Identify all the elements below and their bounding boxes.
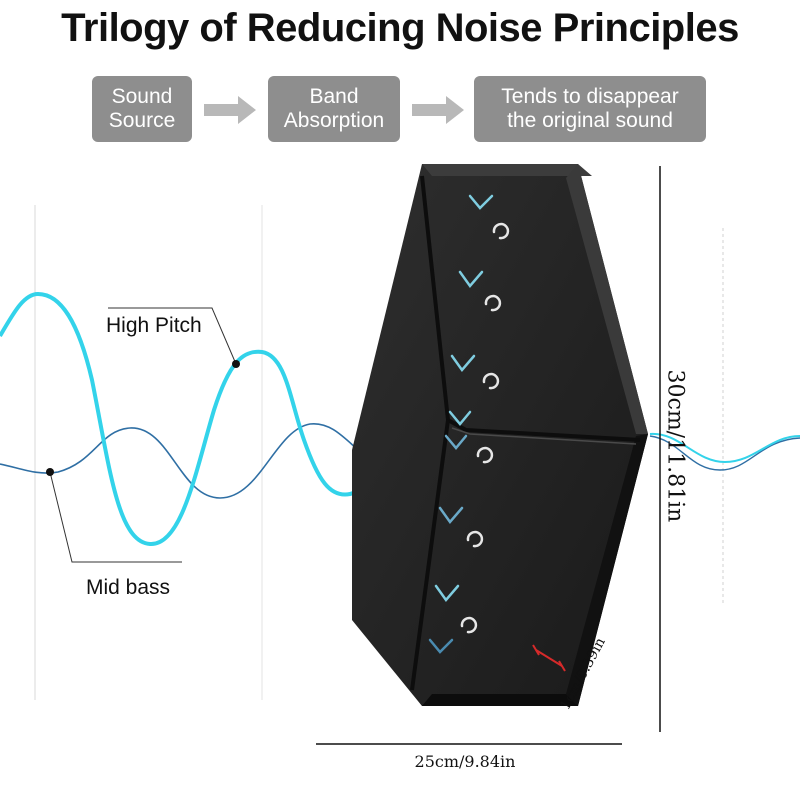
thickness-marker [532,644,566,672]
step-line: Band [309,85,359,108]
step-line: Tends to disappear [501,85,679,108]
absorption-markers [428,194,494,654]
mid-bass-label: Mid bass [86,576,171,599]
arrow-right-icon [412,96,464,124]
page-title: Trilogy of Reducing Noise Principles [61,6,739,50]
high-pitch-wave-exit [649,432,800,464]
high-pitch-dot [232,360,240,368]
step-line: Source [108,109,176,132]
acoustic-panel [352,164,648,706]
mid-bass-dot [46,468,54,476]
swirl-icons [460,222,510,634]
high-pitch-label: High Pitch [106,314,202,337]
step-line: Sound [111,85,173,108]
width-label: 25cm/9.84in [414,752,516,771]
mid-bass-leader [49,471,182,563]
mid-bass-wave-exit [649,435,800,471]
height-label: 30cm/11.81in [662,369,688,523]
step-line: the original sound [507,109,673,132]
step-line: Absorption [283,109,385,132]
arrow-right-icon [204,96,256,124]
high-pitch-leader [108,307,237,365]
